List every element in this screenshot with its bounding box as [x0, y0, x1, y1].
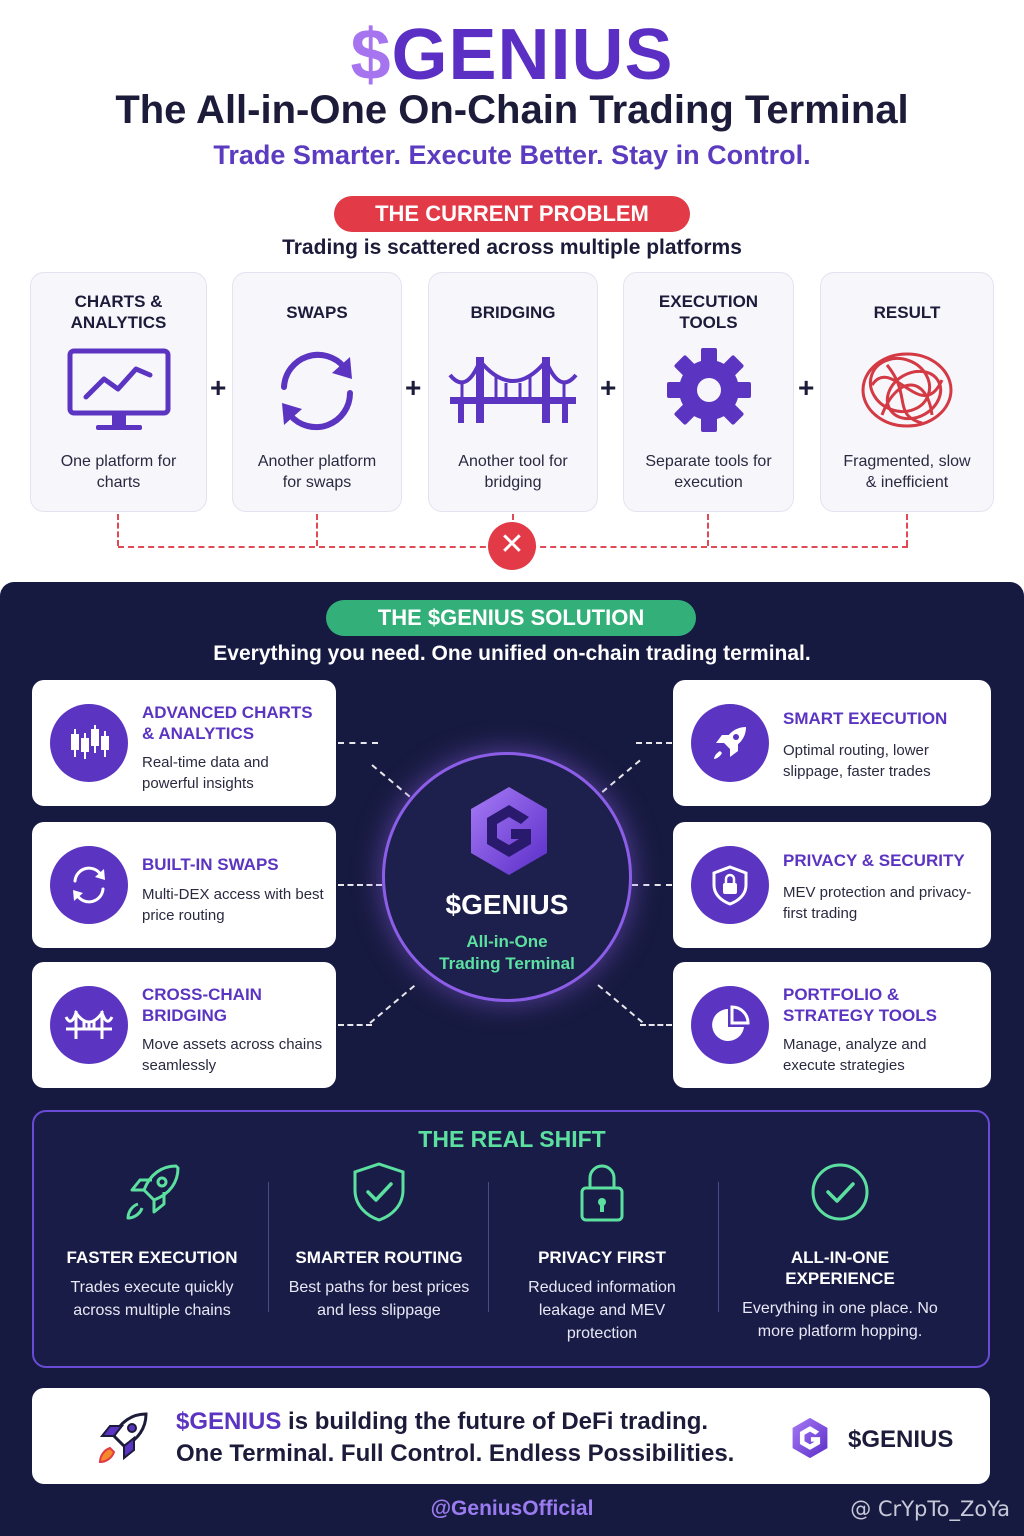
plus-sign: +	[600, 372, 617, 403]
feature-card-charts: ADVANCED CHARTS & ANALYTICS Real-time da…	[32, 680, 336, 806]
plus-sign: +	[210, 372, 227, 403]
dashed-connector	[707, 514, 709, 546]
dashed-connector	[316, 514, 318, 546]
x-mark-icon: ✕	[488, 522, 536, 570]
real-shift-title: THE REAL SHIFT	[418, 1126, 606, 1152]
real-shift-panel	[32, 1110, 990, 1368]
dashed-connector	[338, 884, 382, 886]
dashed-connector	[636, 742, 672, 744]
feature-card-swaps: BUILT-IN SWAPS Multi-DEX access with bes…	[32, 822, 336, 948]
genius-hub: $GENIUS All-in-One Trading Terminal	[382, 752, 632, 1002]
shift-item-faster: FASTER EXECUTION Trades execute quickly …	[52, 1160, 252, 1322]
padlock-icon	[580, 1164, 624, 1222]
plus-sign: +	[798, 372, 815, 403]
swap-arrows-icon	[281, 351, 354, 431]
problem-card-bridging: BRIDGING Another tool for bridging	[428, 272, 598, 512]
problem-card-swaps: SWAPS Another platform for swaps	[232, 272, 402, 512]
shield-check-icon	[353, 1162, 405, 1222]
shift-item-privacy: PRIVACY FIRST Reduced information leakag…	[504, 1160, 700, 1345]
check-circle-icon	[811, 1163, 869, 1221]
dashed-connector	[117, 514, 119, 546]
shift-item-routing: SMARTER ROUTING Best paths for best pric…	[282, 1160, 476, 1322]
problem-card-result: RESULT Fragmented, slow & inefficient	[820, 272, 994, 512]
shield-lock-icon	[691, 846, 769, 924]
genius-logo-icon	[792, 1417, 828, 1459]
footer-banner: $GENIUS is building the future of DeFi t…	[32, 1388, 990, 1484]
plus-sign: +	[405, 372, 422, 403]
rocket-icon	[98, 1412, 148, 1464]
tangle-icon	[861, 352, 953, 428]
swap-arrows-icon	[50, 846, 128, 924]
dashed-connector	[640, 1024, 672, 1026]
tagline: Trade Smarter. Execute Better. Stay in C…	[213, 140, 811, 170]
feature-card-privacy: PRIVACY & SECURITY MEV protection and pr…	[673, 822, 991, 948]
solution-badge: THE $GENIUS SOLUTION	[326, 600, 696, 636]
page-title: The All-in-One On-Chain Trading Terminal	[115, 88, 909, 132]
divider	[488, 1182, 489, 1312]
bridge-icon	[448, 357, 578, 423]
shift-item-all-in-one: ALL-IN-ONE EXPERIENCE Everything in one …	[740, 1160, 940, 1343]
rocket-icon	[691, 704, 769, 782]
bridge-icon	[50, 986, 128, 1064]
dashed-connector	[338, 742, 378, 744]
solution-subtitle: Everything you need. One unified on-chai…	[213, 642, 811, 665]
problem-badge: THE CURRENT PROBLEM	[334, 196, 690, 232]
watermark: @ CrYpTo_ZoYa	[850, 1497, 1010, 1521]
gear-icon	[666, 348, 751, 432]
pie-chart-icon	[691, 986, 769, 1064]
social-handle[interactable]: @GeniusOfficial	[430, 1497, 594, 1520]
divider	[718, 1182, 719, 1312]
feature-card-bridging: CROSS-CHAIN BRIDGING Move assets across …	[32, 962, 336, 1088]
problem-card-charts: CHARTS & ANALYTICS One platform for char…	[30, 272, 207, 512]
candlestick-icon	[50, 704, 128, 782]
monitor-chart-icon	[67, 348, 170, 430]
problem-subtitle: Trading is scattered across multiple pla…	[282, 236, 742, 259]
problem-card-execution: EXECUTION TOOLS Separate tools for execu…	[623, 272, 794, 512]
dashed-connector	[906, 514, 908, 546]
divider	[268, 1182, 269, 1312]
dashed-connector	[338, 1024, 372, 1026]
rocket-icon	[126, 1164, 180, 1220]
brand-title: $GENIUS	[350, 15, 674, 95]
feature-card-portfolio: PORTFOLIO & STRATEGY TOOLS Manage, analy…	[673, 962, 991, 1088]
genius-logo-icon	[471, 787, 547, 875]
dashed-connector	[632, 884, 672, 886]
feature-card-execution: SMART EXECUTION Optimal routing, lower s…	[673, 680, 991, 806]
